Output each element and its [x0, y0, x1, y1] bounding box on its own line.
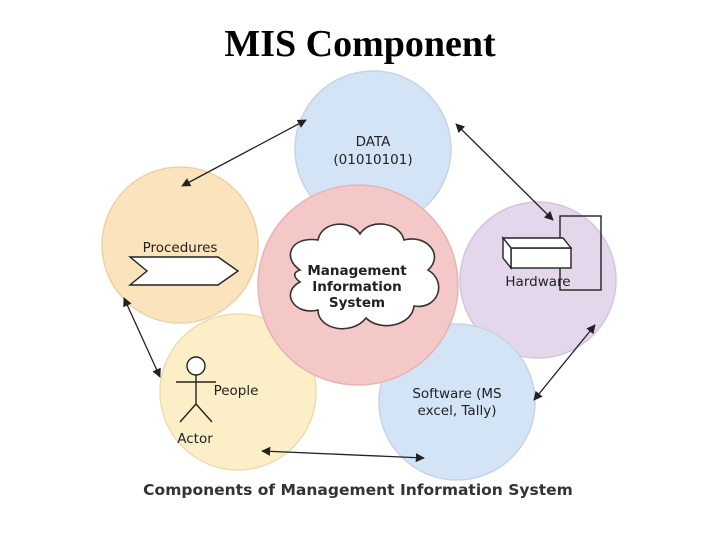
arrow-data-hardware [455, 123, 554, 221]
data-sublabel: (01010101) [333, 152, 412, 168]
page-title: MIS Component [224, 23, 496, 65]
hardware-label: Hardware [505, 274, 570, 290]
diagram-caption: Components of Management Information Sys… [143, 481, 573, 499]
software-label: Software (MS [412, 386, 501, 402]
arrow-procedures-people [123, 297, 161, 378]
procedures-banner-icon [128, 256, 240, 286]
arrow-data-procedures [181, 119, 307, 187]
arrow-hardware-software [533, 324, 596, 401]
center-label-line-2: Information [312, 279, 402, 295]
actor-icon [176, 356, 216, 423]
people-label: People [214, 383, 259, 399]
software-sublabel: excel, Tally) [418, 403, 497, 419]
actor-label: Actor [177, 431, 213, 447]
center-label-line-1: Management [307, 263, 407, 279]
procedures-label: Procedures [143, 240, 218, 256]
people-node [159, 313, 317, 471]
cloud-shape [289, 223, 440, 330]
hardware-icon [501, 215, 602, 291]
data-label: DATA [356, 134, 392, 150]
arrow-people-software [261, 446, 425, 463]
center-label-line-3: System [329, 295, 385, 311]
